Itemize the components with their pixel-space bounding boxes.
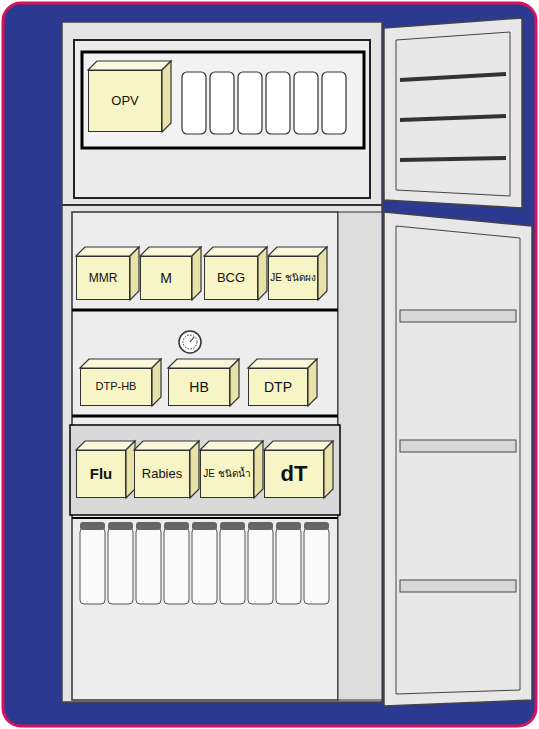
vaccine-label: dT (281, 462, 308, 485)
vaccine-label: DTP (264, 380, 292, 395)
shelf-band (70, 425, 340, 515)
shelf (72, 517, 338, 519)
vaccine-box: DTP (248, 368, 308, 406)
vaccine-box: Flu (76, 450, 126, 498)
vaccine-label: MMR (89, 272, 118, 285)
vaccine-box: DTP-HB (80, 368, 152, 406)
vaccine-box: MMR (76, 256, 130, 300)
vaccine-box: BCG (204, 256, 258, 300)
vaccine-label: M (160, 271, 172, 286)
fridge-compartment (72, 212, 338, 700)
water-bottles (80, 522, 329, 604)
thermometer-dial (179, 331, 201, 353)
vaccine-box: dT (264, 450, 324, 498)
frame (3, 3, 536, 726)
freezer-door (384, 18, 522, 208)
shelf (72, 415, 338, 418)
freezer-packs (182, 72, 346, 134)
shelf (72, 309, 338, 312)
fridge-door (384, 212, 532, 706)
vaccine-box: OPV (88, 70, 162, 132)
side-wall (338, 212, 382, 700)
vaccine-box: Rabies (134, 450, 190, 498)
vaccine-box: HB (168, 368, 230, 406)
vaccine-label: DTP-HB (96, 381, 137, 393)
freezer-shelf (82, 52, 364, 148)
vaccine-box: M (140, 256, 192, 300)
vaccine-box: JE ชนิดน้ำ (200, 450, 254, 498)
freezer (74, 40, 370, 198)
vaccine-label: HB (189, 380, 208, 395)
vaccine-label: Rabies (142, 467, 182, 481)
vaccine-label: JE ชนิดผง (270, 273, 315, 284)
vaccine-label: JE ชนิดน้ำ (203, 469, 250, 480)
vaccine-label: BCG (217, 271, 245, 285)
fridge-body (62, 22, 382, 702)
vaccine-label: OPV (111, 94, 138, 108)
vaccine-box: JE ชนิดผง (268, 256, 318, 300)
divider (62, 204, 382, 206)
vaccine-label: Flu (90, 466, 113, 482)
